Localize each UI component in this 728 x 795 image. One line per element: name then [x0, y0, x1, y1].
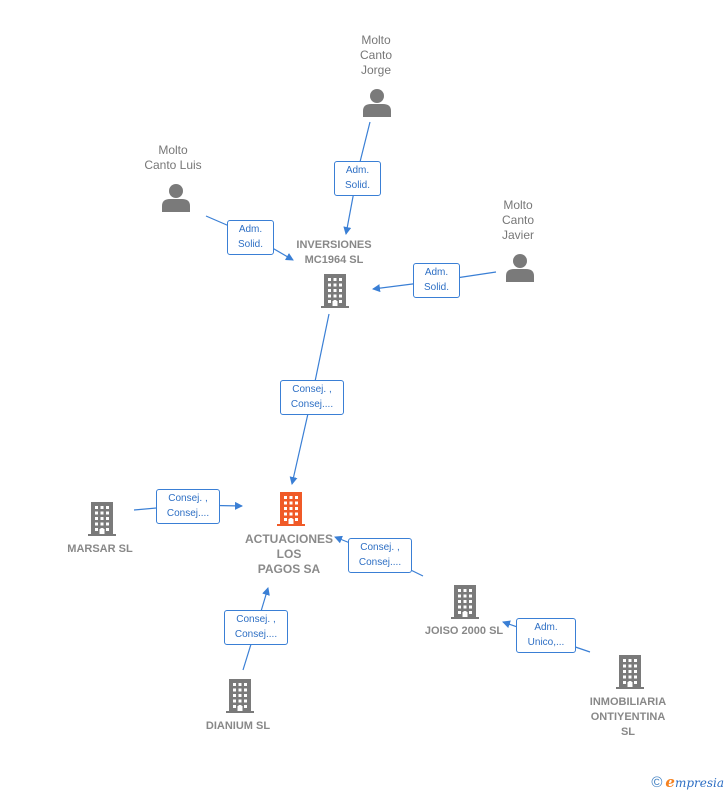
building-icon-inmobiliaria[interactable]: [616, 655, 644, 689]
relation-badge-luis-inversiones[interactable]: Adm. Solid.: [227, 220, 274, 255]
building-icon-actuaciones[interactable]: [277, 492, 305, 526]
person-label-javier[interactable]: Molto Canto Javier: [501, 198, 535, 242]
person-icon-javier[interactable]: [506, 254, 534, 282]
relation-badge-inversiones-actuaciones[interactable]: Consej. , Consej....: [280, 380, 344, 415]
footer-brand[interactable]: © empresia: [651, 773, 724, 791]
company-label-marsar[interactable]: MARSAR SL: [67, 543, 133, 555]
building-icon-joiso[interactable]: [451, 585, 479, 619]
relation-badge-jorge-inversiones[interactable]: Adm. Solid.: [334, 161, 381, 196]
brand-logo: empresia: [665, 773, 724, 791]
company-label-actuaciones[interactable]: ACTUACIONES LOS PAGOS SA: [244, 532, 333, 576]
building-icon-dianium[interactable]: [226, 679, 254, 713]
copyright-icon: ©: [651, 773, 663, 791]
person-label-luis[interactable]: Molto Canto Luis: [144, 143, 202, 172]
person-icon-jorge[interactable]: [363, 89, 391, 117]
person-label-jorge[interactable]: Molto Canto Jorge: [359, 33, 393, 77]
icon-layer: [88, 89, 644, 713]
building-icon-inversiones[interactable]: [321, 274, 349, 308]
company-label-dianium[interactable]: DIANIUM SL: [205, 720, 271, 732]
building-icon-marsar[interactable]: [88, 502, 116, 536]
company-label-joiso[interactable]: JOISO 2000 SL: [424, 625, 504, 637]
relation-badge-javier-inversiones[interactable]: Adm. Solid.: [413, 263, 460, 298]
person-icon-luis[interactable]: [162, 184, 190, 212]
company-label-inmobiliaria[interactable]: INMOBILIARIA ONTIYENTINA SL: [589, 696, 667, 738]
relation-badge-dianium-actuaciones[interactable]: Consej. , Consej....: [224, 610, 288, 645]
relation-badge-joiso-actuaciones[interactable]: Consej. , Consej....: [348, 538, 412, 573]
relation-badge-inmobiliaria-joiso[interactable]: Adm. Unico,...: [516, 618, 576, 653]
relation-badge-marsar-actuaciones[interactable]: Consej. , Consej....: [156, 489, 220, 524]
company-label-inversiones[interactable]: INVERSIONES MC1964 SL: [296, 239, 372, 266]
